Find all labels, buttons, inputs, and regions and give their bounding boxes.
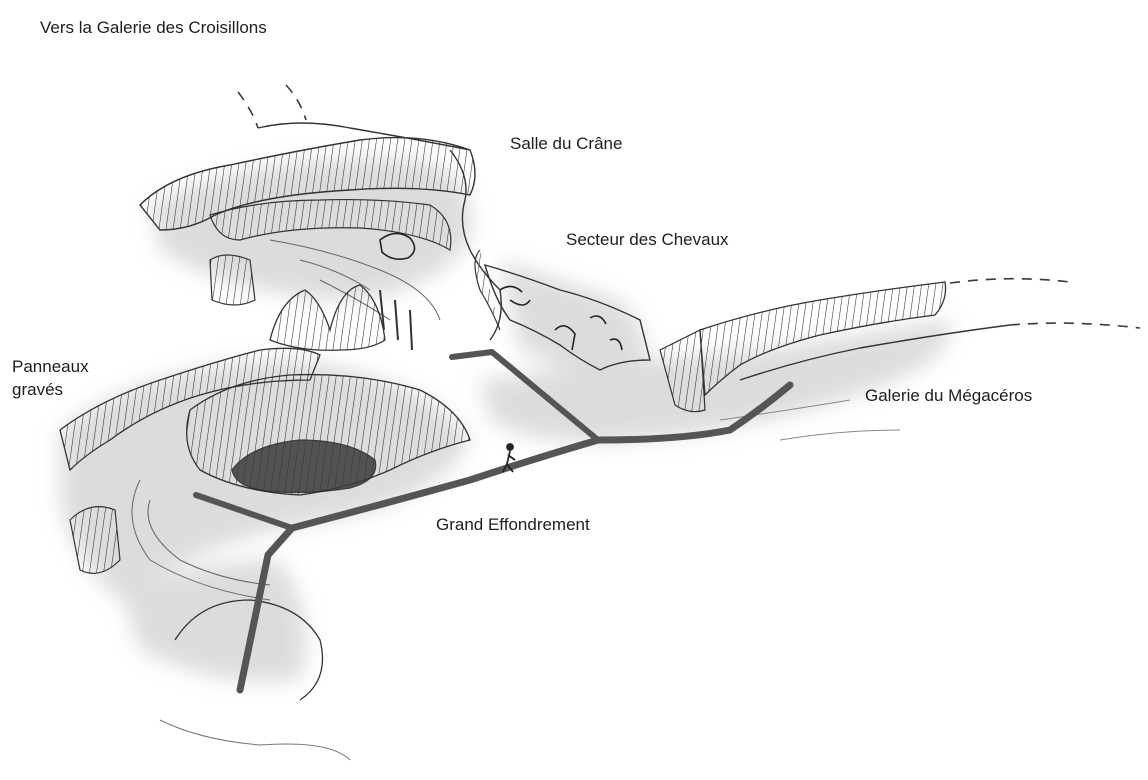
- label-salle-crane: Salle du Crâne: [510, 133, 622, 156]
- label-panneaux-graves: Panneaux gravés: [12, 356, 89, 402]
- label-galerie-croisillons: Vers la Galerie des Croisillons: [40, 17, 267, 40]
- label-secteur-chevaux: Secteur des Chevaux: [566, 229, 729, 252]
- label-galerie-megaceros: Galerie du Mégacéros: [865, 385, 1032, 408]
- label-panneaux-line2: gravés: [12, 379, 89, 402]
- label-grand-effondrement: Grand Effondrement: [436, 514, 590, 537]
- label-panneaux-line1: Panneaux: [12, 356, 89, 379]
